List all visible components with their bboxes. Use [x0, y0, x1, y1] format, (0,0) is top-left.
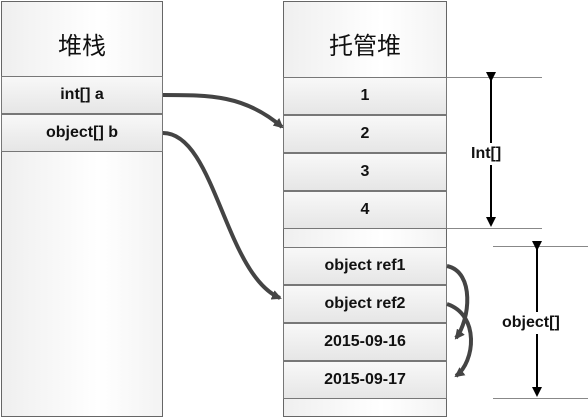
stack-title: 堆栈 — [58, 32, 106, 60]
object-item-ref1: object ref1 — [283, 247, 447, 285]
stack-item-int-array: int[] a — [1, 76, 163, 114]
arrow-ref2-to-date2 — [446, 302, 473, 378]
arrow-object-array-to-heap — [162, 131, 282, 300]
arrow-int-array-to-heap — [162, 93, 284, 129]
int-item-1: 1 — [283, 77, 447, 115]
object-range-bottom-line — [493, 398, 588, 399]
arrow-ref1-to-date1 — [446, 264, 470, 340]
int-item-4: 4 — [283, 191, 447, 229]
object-item-date2: 2015-09-17 — [283, 361, 447, 399]
object-item-ref2: object ref2 — [283, 285, 447, 323]
int-item-2: 2 — [283, 115, 447, 153]
object-array-label: object[] — [502, 312, 560, 334]
stack-panel: 堆栈 — [1, 1, 163, 417]
stack-item-object-array: object[] b — [1, 114, 163, 152]
int-array-label: Int[] — [471, 143, 502, 165]
int-item-3: 3 — [283, 153, 447, 191]
object-item-date1: 2015-09-16 — [283, 323, 447, 361]
heap-title: 托管堆 — [329, 32, 401, 60]
int-range-bottom-line — [447, 228, 542, 229]
